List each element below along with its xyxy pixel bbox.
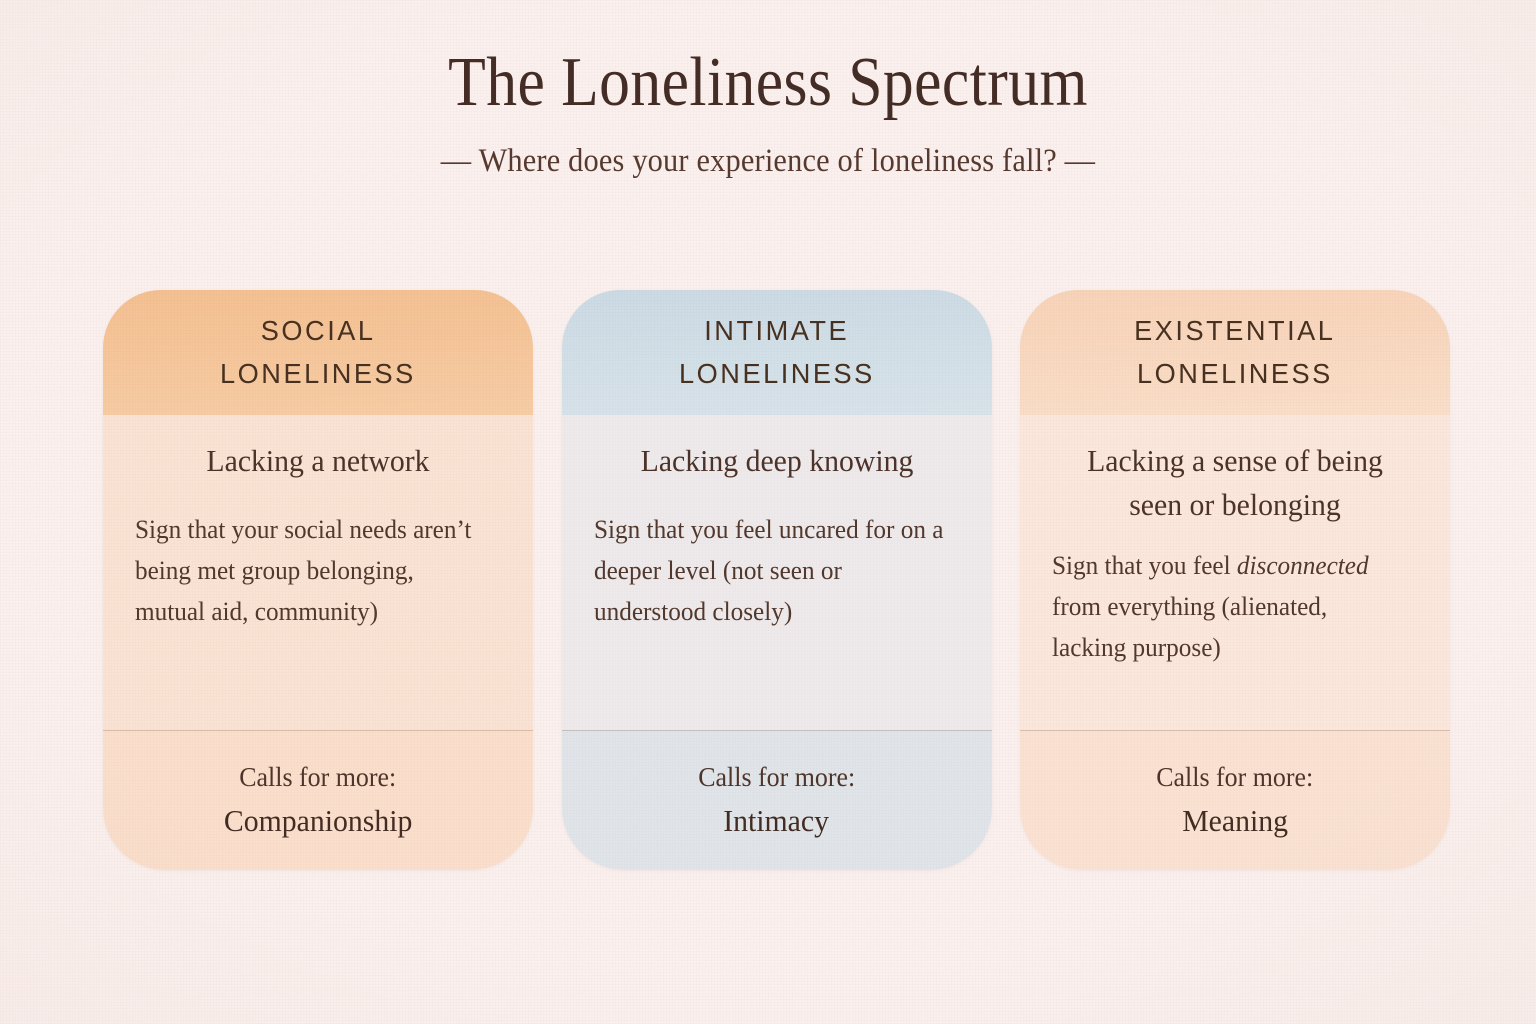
card-intimate-footer: Calls for more: Intimacy <box>561 730 992 870</box>
card-social-title-line2: LONELINESS <box>220 357 416 389</box>
card-intimate-title-line2: LONELINESS <box>678 357 875 389</box>
card-social-footer-label: Calls for more: <box>239 761 397 792</box>
spectrum-cards-row: SOCIAL LONELINESS Lacking a network Sign… <box>103 290 1450 870</box>
card-social-description: Sign that your social needs aren’t being… <box>135 515 472 627</box>
card-intimate-divider <box>561 730 992 731</box>
card-social-divider <box>103 730 533 731</box>
card-existential-footer-value: Meaning <box>1182 803 1288 839</box>
card-existential-description: Sign that you feel disconnected from eve… <box>1052 527 1407 668</box>
card-social-lead: Lacking a network <box>206 443 430 478</box>
card-existential-description-after: from everything (alienated, lacking purp… <box>1052 592 1328 663</box>
card-social-header: SOCIAL LONELINESS <box>103 290 533 415</box>
page-header: The Loneliness Spectrum — Where does you… <box>0 0 1536 180</box>
card-existential-footer-label: Calls for more: <box>1156 761 1314 792</box>
card-intimate-footer-label: Calls for more: <box>698 761 855 792</box>
page-title: The Loneliness Spectrum <box>448 44 1088 121</box>
card-existential-description-before: Sign that you feel <box>1052 551 1237 581</box>
card-existential-title-line1: EXISTENTIAL <box>1134 314 1336 346</box>
card-intimate-description: Sign that you feel uncared for on a deep… <box>593 515 943 627</box>
card-social-footer: Calls for more: Companionship <box>103 730 533 870</box>
card-existential-loneliness[interactable]: EXISTENTIAL LONELINESS Lacking a sense o… <box>1020 290 1450 870</box>
card-intimate-footer-value: Intimacy <box>723 803 830 839</box>
card-existential-description-emphasis: disconnected <box>1236 551 1369 581</box>
card-existential-body: Lacking a sense of being seen or belongi… <box>1020 415 1450 730</box>
card-existential-footer: Calls for more: Meaning <box>1020 730 1450 870</box>
card-intimate-body: Lacking deep knowing Sign that you feel … <box>561 415 992 730</box>
card-existential-divider <box>1020 730 1450 731</box>
card-intimate-header: INTIMATE LONELINESS <box>561 290 992 415</box>
card-social-loneliness[interactable]: SOCIAL LONELINESS Lacking a network Sign… <box>103 290 533 870</box>
card-social-footer-value: Companionship <box>223 803 413 839</box>
card-intimate-title-line1: INTIMATE <box>704 314 849 346</box>
page-subtitle: — Where does your experience of loneline… <box>440 143 1096 179</box>
card-existential-header: EXISTENTIAL LONELINESS <box>1020 290 1450 415</box>
card-social-body: Lacking a network Sign that your social … <box>103 415 533 730</box>
card-intimate-loneliness[interactable]: INTIMATE LONELINESS Lacking deep knowing… <box>561 290 992 870</box>
card-existential-title-line2: LONELINESS <box>1137 357 1333 389</box>
card-social-title-line1: SOCIAL <box>260 314 376 346</box>
card-intimate-lead: Lacking deep knowing <box>640 443 913 478</box>
card-existential-lead: Lacking a sense of being seen or belongi… <box>1087 443 1383 523</box>
